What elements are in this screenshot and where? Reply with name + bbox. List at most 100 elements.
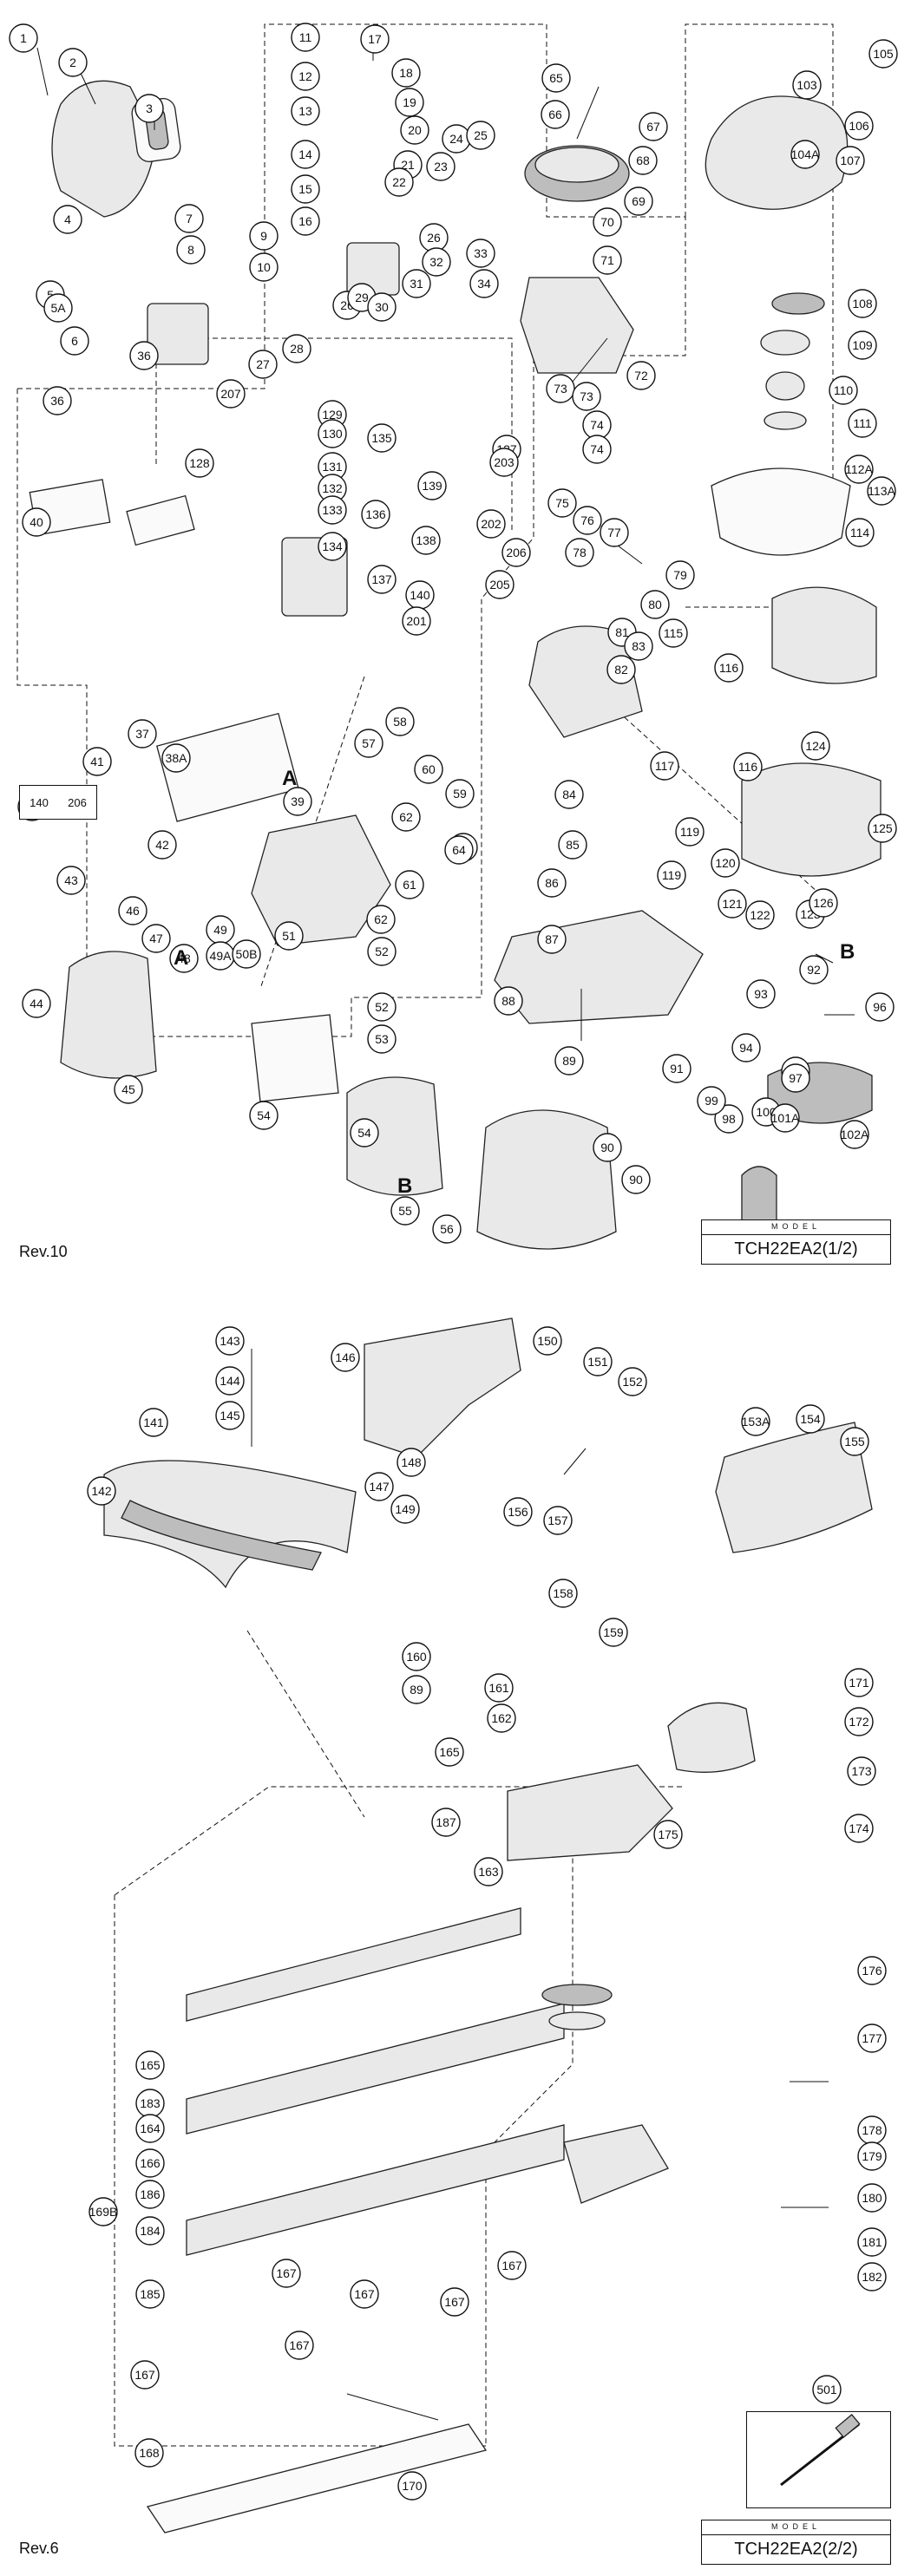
callout-number: 145: [220, 1409, 240, 1422]
part-callout: 14: [291, 140, 320, 169]
callout-number: 152: [622, 1375, 643, 1389]
callout-circle: [868, 39, 898, 69]
part-callout: 175: [653, 1820, 683, 1849]
callout-number: 119: [680, 825, 700, 839]
callout-number: 36: [137, 349, 151, 363]
callout-number: 205: [489, 578, 510, 592]
part-callout: 101A: [770, 1103, 800, 1133]
part-callout: 6: [60, 326, 89, 356]
part-callout: 159: [599, 1618, 628, 1647]
part-callout: 185: [135, 2279, 165, 2309]
callout-number: 61: [403, 878, 416, 892]
callout-circle: [792, 70, 822, 100]
part-callout: 72: [626, 361, 656, 390]
part-callout: 179: [857, 2141, 887, 2171]
part-callout: 156: [503, 1497, 533, 1527]
callout-number: 143: [220, 1334, 240, 1348]
callout-number: 57: [362, 736, 376, 750]
callout-circle: [714, 653, 744, 683]
callout-circle: [533, 1326, 562, 1356]
part-callout: 49: [206, 915, 235, 945]
callout-circle: [249, 1101, 279, 1130]
callout-number: 50B: [236, 947, 258, 961]
callout-number: 134: [322, 539, 343, 553]
callout-circle: [497, 2251, 527, 2280]
callout-circle: [600, 518, 629, 547]
callout-number: 180: [862, 2191, 882, 2205]
callout-number: 84: [562, 788, 576, 801]
sheet2-leader-lines: [251, 1349, 829, 2421]
callout-number: 165: [140, 2058, 161, 2072]
callout-circle: [659, 618, 688, 648]
callout-circle: [350, 2279, 379, 2309]
part-callout: 184: [135, 2216, 165, 2246]
callout-circle: [781, 1063, 810, 1093]
callout-circle: [215, 1326, 245, 1356]
callout-number: 146: [335, 1350, 356, 1364]
callout-circle: [426, 152, 456, 181]
callout-circle: [114, 1075, 143, 1104]
callout-number: 179: [862, 2149, 882, 2163]
part-callout: 89: [402, 1675, 431, 1704]
callout-number: 206: [506, 546, 527, 559]
callout-number: 29: [355, 291, 369, 304]
part-callout: 44: [22, 989, 51, 1018]
part-callout: 183: [135, 2089, 165, 2118]
part-callout: 92: [799, 955, 829, 984]
callout-circle: [537, 925, 567, 954]
callout-number: 60: [422, 762, 436, 776]
part-callout: 45: [114, 1075, 143, 1104]
part-callout: 158: [548, 1579, 578, 1608]
callout-circle: [411, 526, 441, 555]
callout-circle: [417, 471, 447, 500]
model-caption: MODEL: [770, 1222, 821, 1231]
callout-number: 167: [501, 2259, 522, 2272]
callout-circle: [845, 518, 875, 547]
kit-item: 140: [29, 795, 49, 809]
callout-number: 160: [406, 1650, 427, 1664]
callout-circle: [366, 905, 396, 934]
callout-number: 172: [849, 1715, 869, 1729]
part-callout: 54: [350, 1118, 379, 1147]
part-callout: 74: [582, 435, 612, 464]
callout-number: 138: [416, 533, 436, 547]
part-callout: 167: [285, 2331, 314, 2360]
part-callout: 145: [215, 1401, 245, 1430]
part-callout: 167: [350, 2279, 379, 2309]
callout-number: 83: [632, 639, 646, 653]
callout-number: 81: [615, 625, 629, 639]
callout-number: 126: [813, 896, 834, 910]
callout-number: 4: [64, 212, 71, 226]
part-callout: 125: [868, 814, 897, 843]
callout-number: 111: [853, 416, 871, 430]
part-callout: 169B: [88, 2197, 118, 2226]
part-callout: 90: [621, 1165, 651, 1194]
part-callout: 36: [129, 341, 159, 370]
part-callout: 112A: [844, 454, 874, 484]
callout-number: 62: [374, 912, 388, 926]
callout-circle: [367, 423, 397, 453]
part-callout: 46: [118, 896, 147, 925]
callout-circle: [291, 23, 320, 52]
callout-number: 5A: [50, 301, 66, 315]
callout-number: 131: [322, 460, 343, 474]
part-callout: 11: [291, 23, 320, 52]
callout-number: 51: [282, 929, 296, 943]
part-callout: 59: [445, 779, 475, 808]
callout-number: 171: [849, 1676, 869, 1690]
part-callout: 122: [745, 900, 775, 930]
part-callout: 207: [216, 379, 246, 409]
part-callout: 24: [442, 124, 471, 154]
callout-number: 181: [862, 2235, 882, 2249]
callout-circle: [593, 207, 622, 237]
callout-circle: [285, 2331, 314, 2360]
sheet2-callouts: 141142143144145146147148149150151152153A…: [87, 1326, 887, 2501]
part-callout: 67: [639, 112, 668, 141]
callout-number: 120: [715, 856, 736, 870]
part-callout: 5A: [43, 293, 73, 323]
callout-number: 58: [393, 715, 407, 729]
callout-number: 89: [410, 1683, 423, 1697]
callout-number: 74: [590, 442, 604, 456]
callout-number: 187: [436, 1815, 456, 1829]
callout-number: 133: [322, 503, 343, 517]
